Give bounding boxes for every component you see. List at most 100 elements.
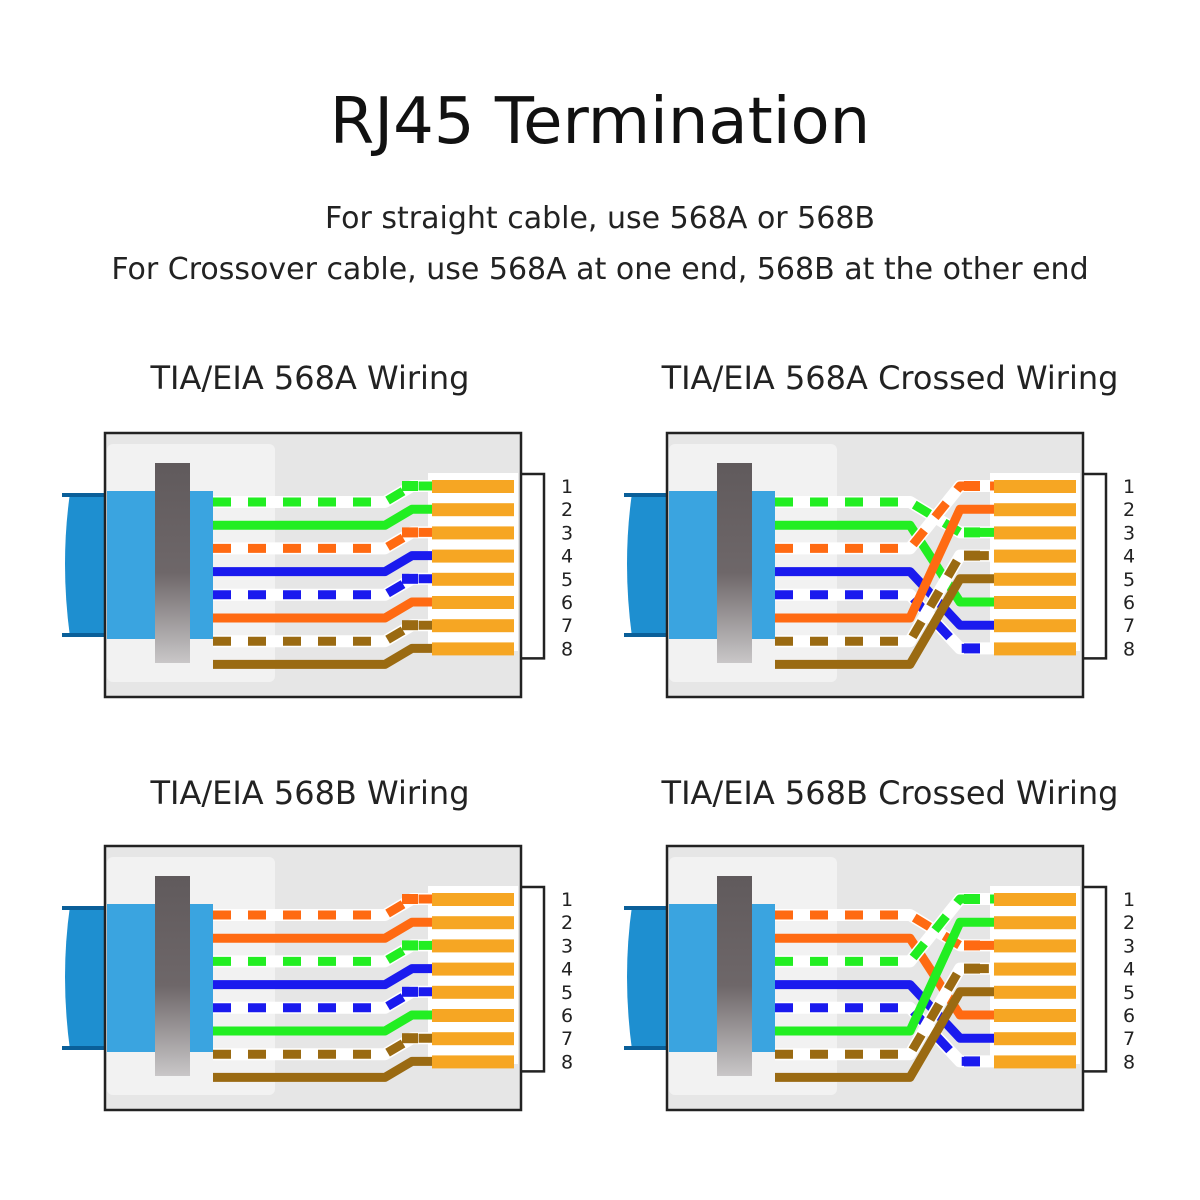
panel-title-568b-crossed: TIA/EIA 568B Crossed Wiring bbox=[661, 774, 1119, 812]
p3-pin-label-8: 8 bbox=[1123, 1051, 1135, 1073]
p1-contact-7 bbox=[994, 619, 1076, 633]
p0-pin-label-2: 2 bbox=[561, 499, 573, 521]
p1-contact-tip-8 bbox=[964, 643, 980, 654]
p3-contact-4 bbox=[994, 962, 1076, 976]
p3-pin-label-2: 2 bbox=[1123, 912, 1135, 934]
p1-contact-tip-4 bbox=[964, 550, 980, 561]
p0-wire-7 bbox=[213, 620, 432, 646]
p0-wire-1 bbox=[213, 481, 432, 507]
p0-wire-5 bbox=[213, 574, 432, 600]
p0-pin-label-3: 3 bbox=[561, 522, 573, 544]
p1-pin-label-1: 1 bbox=[1123, 476, 1135, 498]
p2-contact-2 bbox=[432, 916, 514, 930]
p2-wire-2 bbox=[213, 917, 432, 943]
p2-pin-bracket bbox=[521, 885, 546, 1073]
p3-pin-label-4: 4 bbox=[1123, 959, 1135, 981]
p3-contact-tip-8 bbox=[964, 1056, 980, 1067]
p1-pin-label-6: 6 bbox=[1123, 592, 1135, 614]
p1-contact-1 bbox=[994, 480, 1076, 493]
page-title: RJ45 Termination bbox=[329, 85, 871, 159]
p1-wire-6 bbox=[775, 504, 994, 623]
p2-wire-7 bbox=[213, 1033, 432, 1059]
p2-contact-4 bbox=[432, 962, 514, 976]
p1-contact-2 bbox=[994, 503, 1076, 517]
p1-cable-edge-top bbox=[624, 493, 702, 497]
p0-pin-label-5: 5 bbox=[561, 569, 573, 591]
p2-contact-8 bbox=[432, 1055, 514, 1069]
p2-pin-label-2: 2 bbox=[561, 912, 573, 934]
p0-contact-tip-7 bbox=[402, 620, 418, 631]
p3-contact-5 bbox=[994, 985, 1076, 999]
p0-contact-1 bbox=[432, 480, 514, 493]
p2-wire-5 bbox=[213, 987, 432, 1013]
p2-wire-3 bbox=[213, 940, 432, 966]
p2-pin-label-6: 6 bbox=[561, 1005, 573, 1027]
p1-pin-label-8: 8 bbox=[1123, 638, 1135, 660]
p3-cable-edge-bottom bbox=[624, 1046, 702, 1050]
p2-pin-label-1: 1 bbox=[561, 889, 573, 911]
p2-contact-3 bbox=[432, 939, 514, 953]
p2-contact-5 bbox=[432, 985, 514, 999]
p0-contact-6 bbox=[432, 596, 514, 609]
p3-contact-8 bbox=[994, 1055, 1076, 1069]
p1-pin-label-3: 3 bbox=[1123, 522, 1135, 544]
p2-cable-edge-bottom bbox=[62, 1046, 140, 1050]
p3-pin-label-5: 5 bbox=[1123, 982, 1135, 1004]
p3-contact-6 bbox=[994, 1009, 1076, 1022]
p3-cable-edge-top bbox=[624, 906, 702, 910]
p0-pin-bracket bbox=[521, 472, 546, 660]
p1-cable-edge-bottom bbox=[624, 633, 702, 637]
p0-pin-label-7: 7 bbox=[561, 615, 573, 637]
p0-contact-3 bbox=[432, 526, 514, 540]
p3-wire-8 bbox=[775, 987, 994, 1082]
panel-title-568b: TIA/EIA 568B Wiring bbox=[150, 774, 470, 812]
p2-contact-6 bbox=[432, 1009, 514, 1022]
p1-contact-tip-1 bbox=[964, 481, 980, 491]
p0-contact-4 bbox=[432, 549, 514, 563]
p2-wire-6 bbox=[213, 1010, 432, 1036]
p3-contact-7 bbox=[994, 1032, 1076, 1046]
p0-cable-edge-top bbox=[62, 493, 140, 497]
p3-pin-bracket bbox=[1083, 885, 1108, 1073]
p1-contact-tip-3 bbox=[964, 527, 980, 538]
p0-pin-label-1: 1 bbox=[561, 476, 573, 498]
p2-pin-label-5: 5 bbox=[561, 982, 573, 1004]
p0-contact-5 bbox=[432, 572, 514, 586]
p1-contact-5 bbox=[994, 572, 1076, 586]
p0-contact-2 bbox=[432, 503, 514, 517]
p1-crimp-clip bbox=[717, 463, 752, 663]
p1-pin-label-7: 7 bbox=[1123, 615, 1135, 637]
p0-wire-4 bbox=[213, 551, 432, 577]
p1-pin-bracket bbox=[1083, 472, 1108, 660]
p1-pin-label-2: 2 bbox=[1123, 499, 1135, 521]
p2-wire-8 bbox=[213, 1056, 432, 1082]
p2-contact-7 bbox=[432, 1032, 514, 1046]
p0-crimp-clip bbox=[155, 463, 190, 663]
p3-contact-2 bbox=[994, 916, 1076, 930]
p1-contact-8 bbox=[994, 642, 1076, 656]
p0-contact-7 bbox=[432, 619, 514, 633]
p3-contact-tip-4 bbox=[964, 963, 980, 974]
p0-wire-8 bbox=[213, 643, 432, 669]
p3-contact-tip-1 bbox=[964, 894, 980, 904]
p0-wire-3 bbox=[213, 527, 432, 553]
p0-pin-label-8: 8 bbox=[561, 638, 573, 660]
p2-pin-label-4: 4 bbox=[561, 959, 573, 981]
p0-contact-8 bbox=[432, 642, 514, 656]
p0-wire-6 bbox=[213, 597, 432, 623]
p2-contact-tip-7 bbox=[402, 1033, 418, 1044]
p0-wire-2 bbox=[213, 504, 432, 530]
p3-pin-label-6: 6 bbox=[1123, 1005, 1135, 1027]
panel-title-568a-crossed: TIA/EIA 568A Crossed Wiring bbox=[661, 359, 1119, 397]
p3-pin-label-1: 1 bbox=[1123, 889, 1135, 911]
p0-contact-tip-1 bbox=[402, 481, 418, 491]
subtitle-straight: For straight cable, use 568A or 568B bbox=[324, 201, 876, 236]
p2-pin-label-3: 3 bbox=[561, 935, 573, 957]
p3-contact-1 bbox=[994, 893, 1076, 906]
p2-wire-1 bbox=[213, 894, 432, 920]
p2-contact-tip-1 bbox=[402, 894, 418, 904]
